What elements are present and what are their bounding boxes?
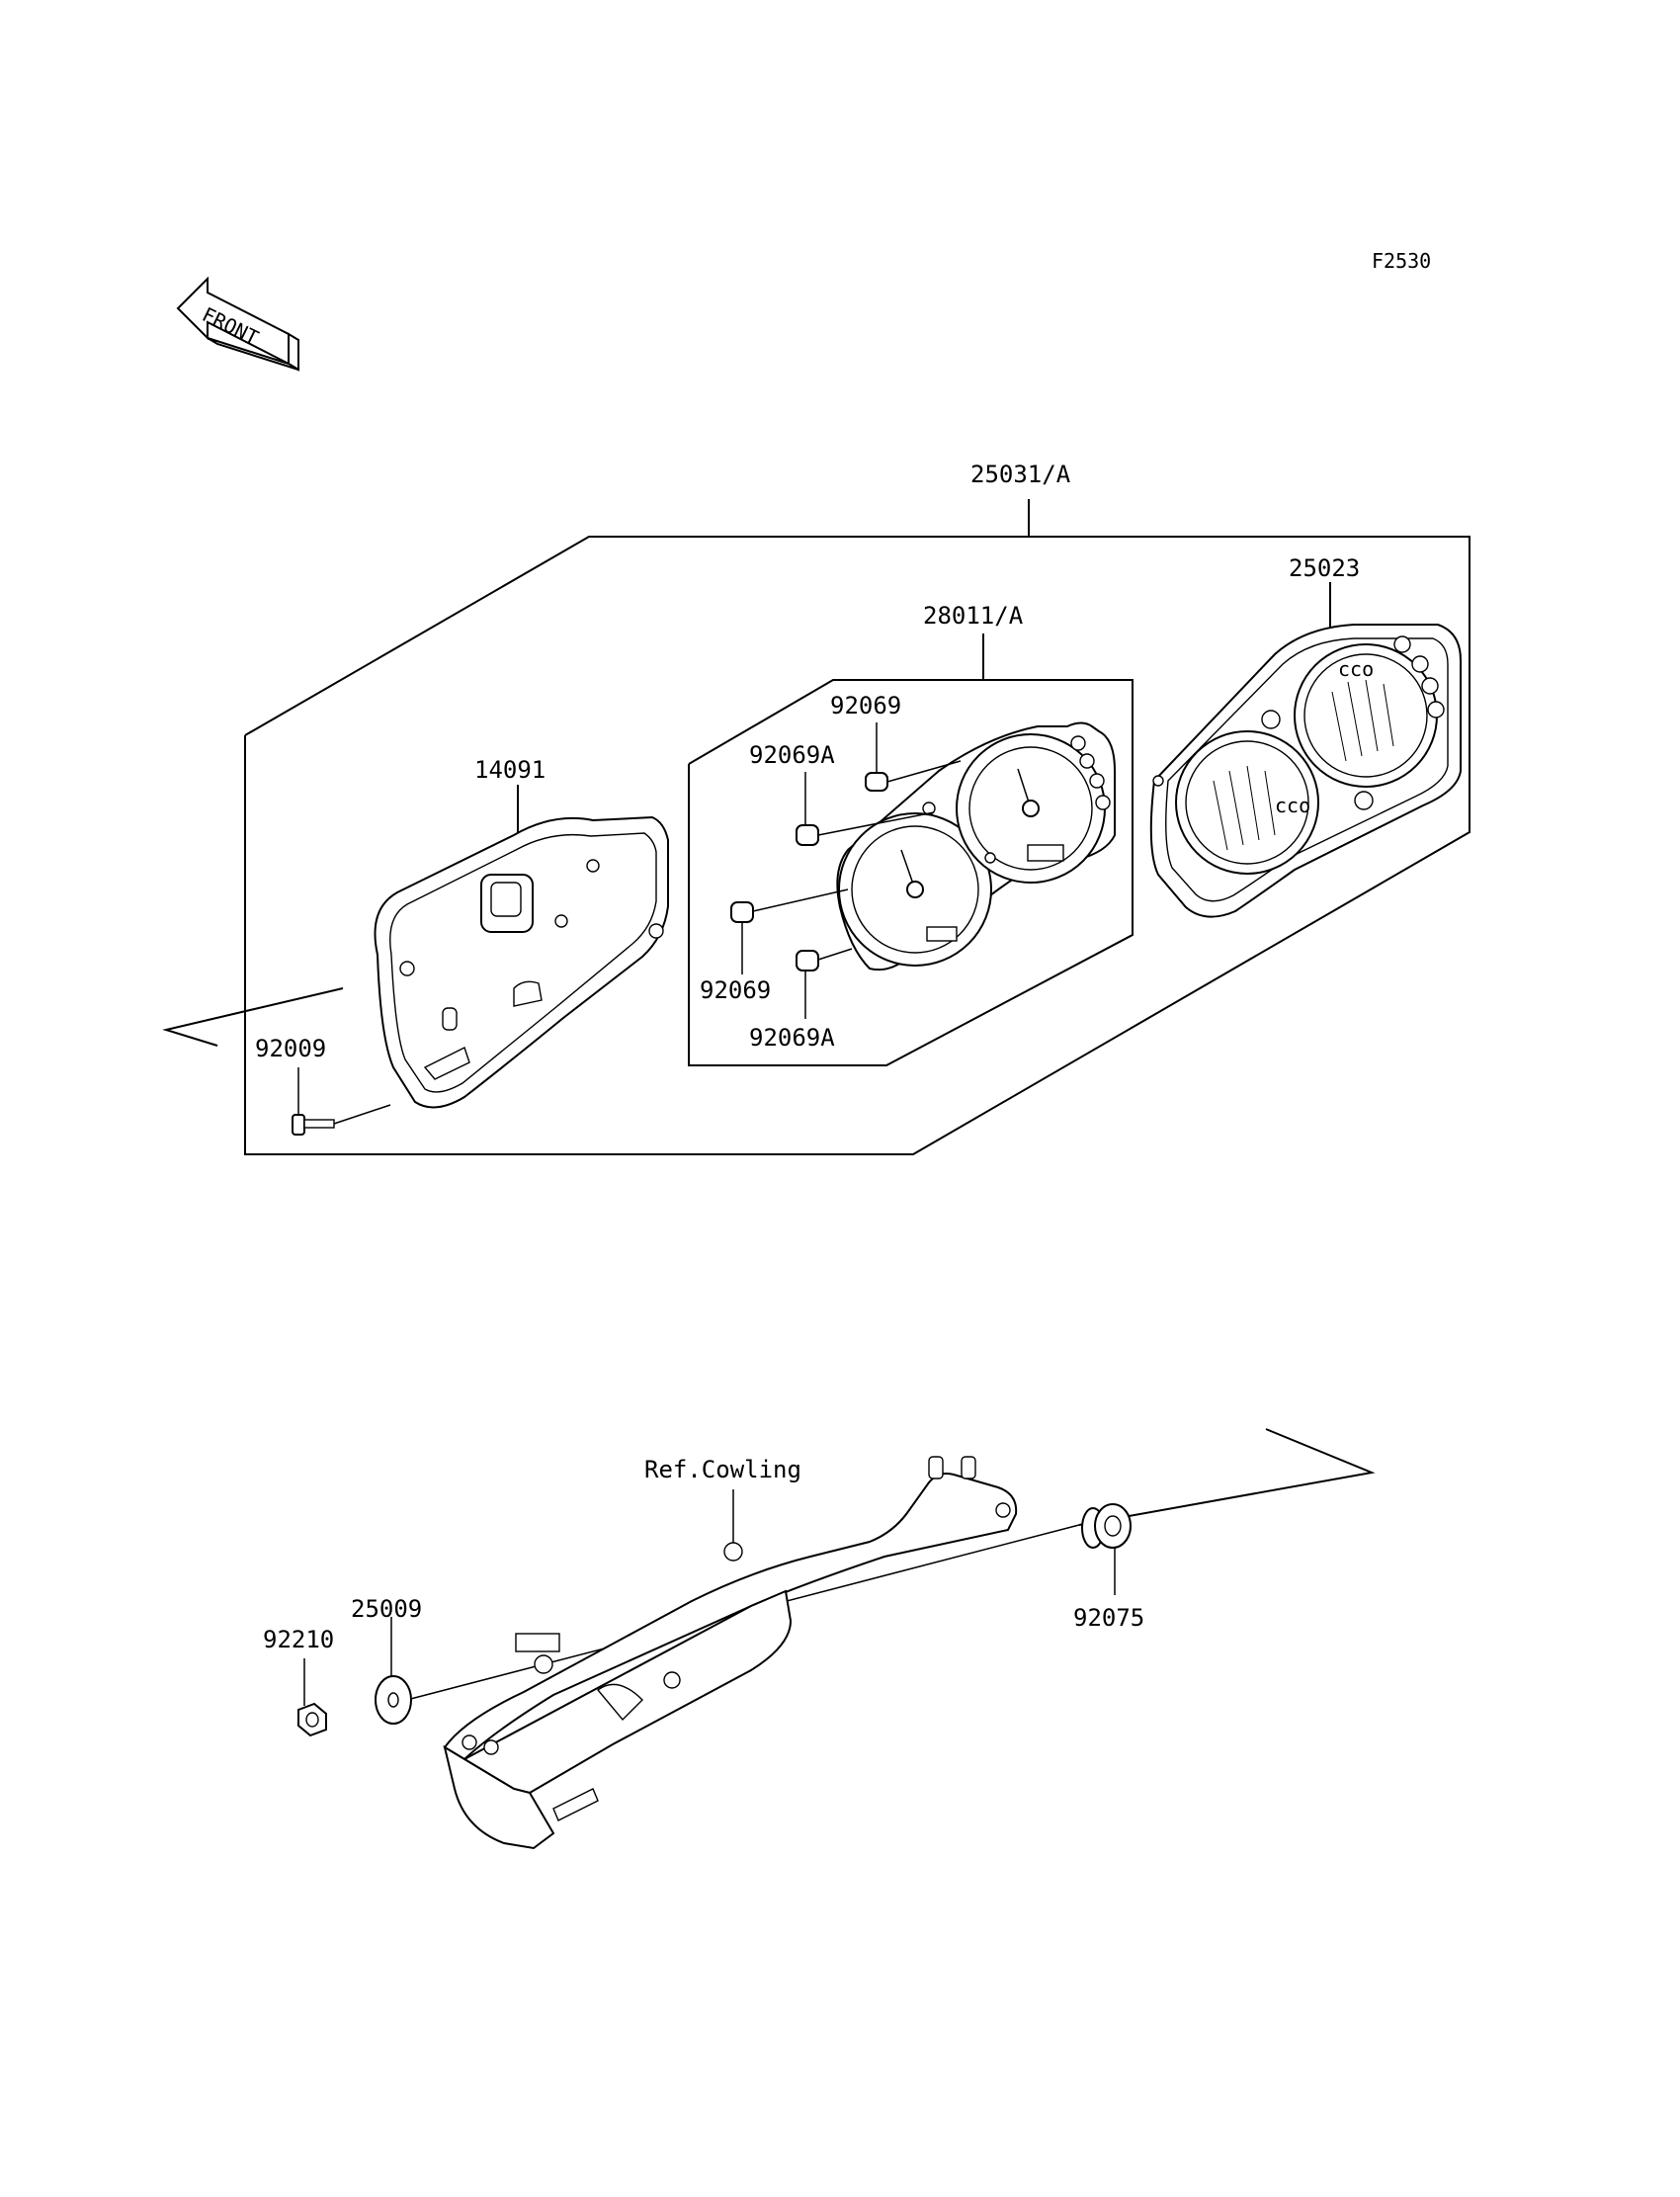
screw-part bbox=[292, 1067, 391, 1136]
label-washer: 25009 bbox=[351, 1595, 422, 1623]
case-part bbox=[374, 785, 669, 1109]
label-ref-cowling: Ref.Cowling bbox=[644, 1456, 801, 1483]
label-grommet: 92075 bbox=[1073, 1604, 1144, 1632]
washer-part bbox=[375, 1617, 412, 1725]
label-socket-upper: 92069A bbox=[749, 741, 835, 769]
label-assembly: 25031/A bbox=[970, 461, 1071, 488]
figure-code: F2530 bbox=[1372, 249, 1431, 273]
lens-cover-mark-2: cco bbox=[1338, 657, 1374, 681]
socket-lower-part bbox=[796, 948, 853, 972]
label-meter-unit: 28011/A bbox=[923, 602, 1024, 630]
front-arrow-icon: FRONT bbox=[176, 276, 299, 372]
lens-cover-mark-1: cco bbox=[1275, 794, 1310, 817]
label-nut: 92210 bbox=[263, 1626, 334, 1653]
meter-unit-outline bbox=[688, 634, 1134, 1066]
label-lens-cover: 25023 bbox=[1289, 554, 1360, 582]
label-bulb-lower: 92069 bbox=[700, 976, 771, 1004]
mount-bracket-part bbox=[398, 1428, 1376, 1850]
meter-unit-part bbox=[836, 721, 1116, 972]
socket-upper-part bbox=[796, 811, 935, 846]
bulb-lower-part bbox=[730, 888, 849, 923]
assembly-outline bbox=[162, 499, 1470, 1155]
bulb-upper-part bbox=[865, 760, 962, 792]
label-bulb-upper: 92069 bbox=[830, 692, 901, 719]
label-socket-lower: 92069A bbox=[749, 1024, 835, 1052]
grommet-part bbox=[1081, 1503, 1132, 1595]
label-case: 14091 bbox=[474, 756, 546, 784]
nut-part bbox=[297, 1658, 327, 1737]
lens-cover-part: cco cco bbox=[1149, 582, 1462, 918]
label-screw: 92009 bbox=[255, 1035, 326, 1062]
